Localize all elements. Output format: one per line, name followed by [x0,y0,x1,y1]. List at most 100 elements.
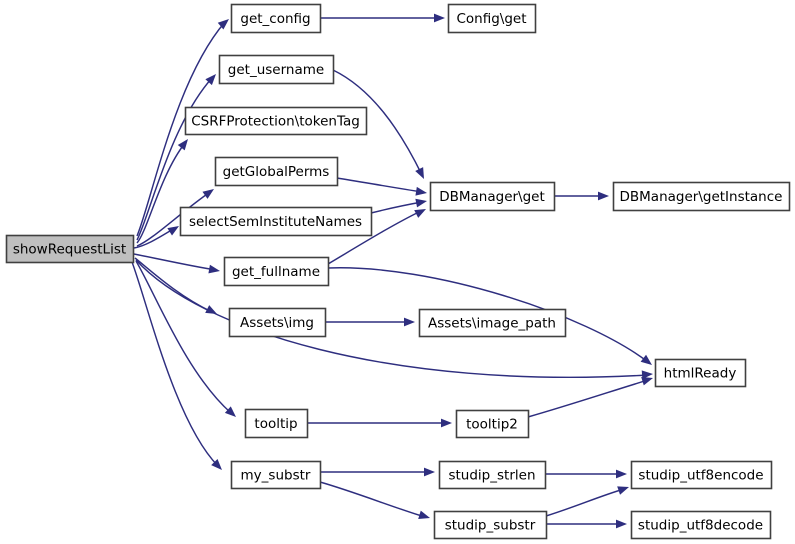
arrowhead-icon [418,510,430,519]
edge-line [527,379,649,418]
call-graph-node-studip_strlen[interactable]: studip_strlen [438,460,547,490]
call-edge-selectSemInstituteNames-to-DBManager_get [370,198,427,214]
node-box[interactable] [630,510,772,540]
call-graph-node-showRequestList[interactable]: showRequestList [5,234,135,264]
node-label: tooltip [254,416,297,432]
node-box[interactable] [214,156,339,187]
edges-layer [131,13,653,529]
node-box[interactable] [230,3,322,34]
call-graph-node-studip_substr[interactable]: studip_substr [433,510,548,540]
call-graph-node-selectSemInstituteNames[interactable]: selectSemInstituteNames [179,206,373,237]
arrowhead-icon [641,370,653,380]
edge-line [319,481,426,518]
edge-line [136,191,211,247]
call-graph-node-CSRFProtection_tokenTag[interactable]: CSRFProtection\tokenTag [184,106,368,136]
node-box[interactable] [5,234,135,264]
node-box[interactable] [244,408,309,439]
node-label: showRequestList [13,242,126,258]
node-box[interactable] [455,409,530,439]
arrowhead-icon [217,19,229,30]
call-edge-showRequestList-to-get_username [136,74,216,241]
call-edge-tooltip-to-tooltip2 [307,418,452,428]
node-label: Config\get [456,11,526,27]
arrowhead-icon [640,354,652,365]
arrowhead-icon [424,467,435,477]
arrowhead-icon [202,189,214,199]
node-box[interactable] [654,358,747,388]
call-graph-node-get_username[interactable]: get_username [218,54,335,85]
call-edge-my_substr-to-studip_substr [319,481,430,519]
call-graph-node-studip_utf8decode[interactable]: studip_utf8decode [630,510,772,540]
node-box[interactable] [438,460,547,490]
edge-line [327,267,649,363]
edge-line [131,261,219,467]
arrowhead-icon [598,191,609,201]
node-box[interactable] [630,460,773,490]
call-edge-studip_strlen-to-studip_utf8encode [545,469,627,479]
node-label: studip_utf8decode [638,518,763,534]
call-graph-node-get_config[interactable]: get_config [230,3,322,34]
arrowhead-icon [616,519,627,529]
call-graph-node-tooltip[interactable]: tooltip [244,408,309,439]
arrowhead-icon [616,469,627,479]
call-edge-DBManager_get-to-DBManager_getInstance [554,191,609,201]
nodes-layer: showRequestList get_config Config\get get_u… [5,3,791,540]
arrowhead-icon [415,167,424,179]
call-graph-node-get_fullname[interactable]: get_fullname [223,256,330,287]
arrowhead-icon [641,377,653,386]
node-box[interactable] [447,3,537,34]
edge-line [336,177,423,193]
call-graph-node-htmlReady[interactable]: htmlReady [654,358,747,388]
call-edge-showRequestList-to-CSRFProtection_tokenTag [136,139,188,244]
arrowhead-icon [441,418,452,428]
node-label: studip_substr [445,518,536,534]
call-edge-showRequestList-to-get_config [136,19,229,237]
arrowhead-icon [404,317,415,327]
node-box[interactable] [429,181,556,212]
call-graph-node-my_substr[interactable]: my_substr [230,460,322,490]
call-graph-node-tooltip2[interactable]: tooltip2 [455,409,530,439]
node-label: tooltip2 [466,417,518,433]
node-box[interactable] [230,460,322,490]
node-box[interactable] [418,308,567,338]
edge-line [136,77,213,241]
call-edge-get_fullname-to-htmlReady [327,267,652,365]
node-box[interactable] [184,106,368,136]
call-edge-tooltip2-to-htmlReady [527,377,653,418]
node-label: get_username [228,62,324,78]
arrowhead-icon [208,264,220,274]
edge-line [135,259,649,378]
arrowhead-icon [415,186,427,196]
call-graph-node-DBManager_get[interactable]: DBManager\get [429,181,556,212]
node-box[interactable] [228,307,327,338]
edge-line [370,201,423,214]
call-graph-node-Assets_image_path[interactable]: Assets\image_path [418,308,567,338]
call-graph-node-Assets_img[interactable]: Assets\img [228,307,327,338]
call-edge-my_substr-to-studip_strlen [320,467,435,477]
call-edge-getGlobalPerms-to-DBManager_get [336,177,427,196]
arrowhead-icon [167,226,179,236]
node-box[interactable] [612,181,791,212]
arrowhead-icon [224,406,236,417]
node-label: getGlobalPerms [223,164,330,180]
arrowhead-icon [177,139,188,151]
node-label: Assets\image_path [428,316,556,332]
call-graph-node-Config_get[interactable]: Config\get [447,3,537,34]
call-graph-node-studip_utf8encode[interactable]: studip_utf8encode [630,460,773,490]
node-label: selectSemInstituteNames [189,214,362,230]
call-edge-Assets_img-to-Assets_image_path [325,317,415,327]
call-graph-node-getGlobalPerms[interactable]: getGlobalPerms [214,156,339,187]
call-edge-studip_substr-to-studip_utf8decode [546,519,627,529]
node-box[interactable] [218,54,335,85]
call-graph-node-DBManager_getInstance[interactable]: DBManager\getInstance [612,181,791,212]
call-edge-get_config-to-Config_get [320,13,445,23]
edge-line [133,253,217,271]
node-label: get_fullname [232,264,320,280]
node-box[interactable] [179,206,373,237]
node-box[interactable] [433,510,548,540]
edge-line [327,210,422,265]
call-edge-showRequestList-to-get_fullname [133,253,220,274]
node-box[interactable] [223,256,330,287]
